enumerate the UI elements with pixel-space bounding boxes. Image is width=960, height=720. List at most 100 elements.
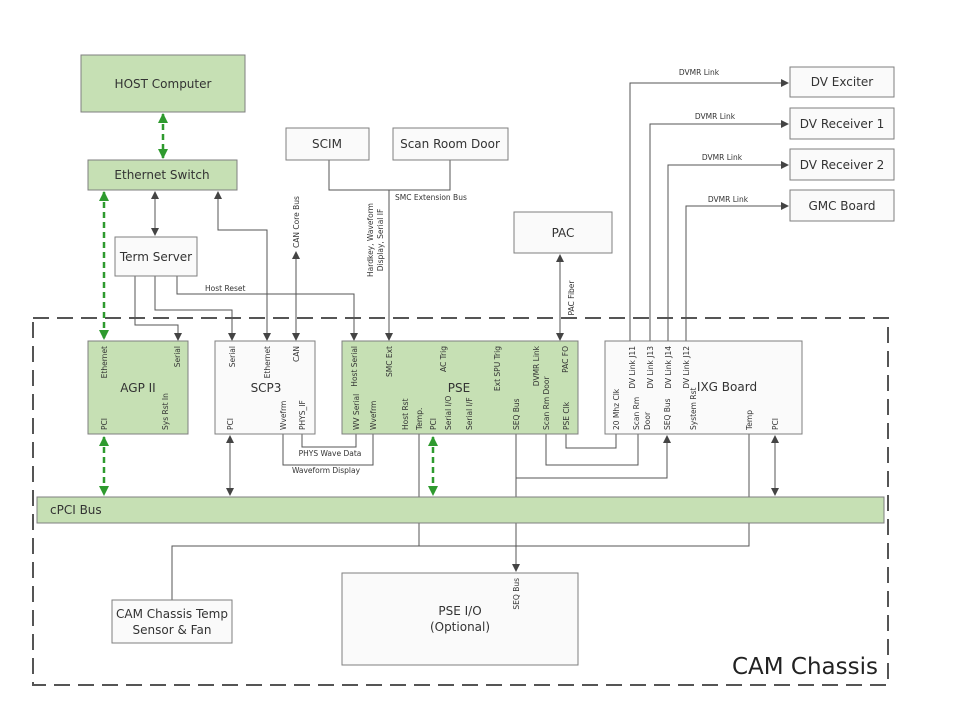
port-label: Serial bbox=[228, 346, 237, 367]
smc-extension-bus bbox=[328, 160, 451, 191]
term-agp-serial bbox=[134, 276, 182, 341]
dvmr-link-rx1 bbox=[649, 120, 789, 341]
port-label: Temp. bbox=[415, 408, 424, 431]
cpci-bus[interactable]: cPCI Bus bbox=[36, 496, 885, 524]
cpci-bus-label: cPCI Bus bbox=[50, 503, 102, 517]
dv-receiver-2-label: DV Receiver 2 bbox=[800, 158, 884, 172]
scan-room-door-label: Scan Room Door bbox=[400, 137, 500, 151]
term-server[interactable]: Term Server bbox=[114, 236, 198, 277]
phys-wave-data-label: PHYS Wave Data bbox=[299, 449, 362, 458]
pse-board[interactable]: PSE Host Serial SMC Ext AC Trig Ext SPU … bbox=[341, 340, 579, 435]
pac[interactable]: PAC bbox=[513, 211, 613, 254]
port-label: Scan Rm bbox=[632, 397, 641, 430]
port-label: PCI bbox=[226, 418, 235, 430]
dvmr-label-3: DVMR Link bbox=[702, 153, 743, 162]
host-reset-label: Host Reset bbox=[205, 284, 245, 293]
port-label: SEQ Bus bbox=[512, 578, 521, 610]
port-label: SEQ Bus bbox=[663, 398, 672, 430]
host-computer[interactable]: HOST Computer bbox=[80, 54, 246, 113]
smc-extension-bus-label: SMC Extension Bus bbox=[395, 193, 467, 202]
dv-receiver-1-label: DV Receiver 1 bbox=[800, 117, 884, 131]
port-label: Ethernet bbox=[100, 346, 109, 378]
temp-sensor-label-2: Sensor & Fan bbox=[133, 623, 212, 637]
switch-scp3-link bbox=[214, 191, 271, 341]
port-label: WV Serial bbox=[352, 394, 361, 430]
ixg-board[interactable]: IXG Board DV Link J11 DV Link J13 DV Lin… bbox=[604, 340, 803, 435]
dvmr-label-2: DVMR Link bbox=[695, 112, 736, 121]
port-label: SEQ Bus bbox=[512, 398, 521, 430]
port-label: Ethernet bbox=[263, 346, 272, 378]
dvmr-link-gmc bbox=[685, 202, 789, 341]
pse-io-optional-label: (Optional) bbox=[430, 620, 490, 634]
gmc-board[interactable]: GMC Board bbox=[789, 189, 895, 222]
port-label: AC Trig bbox=[439, 346, 448, 372]
scim-label: SCIM bbox=[312, 137, 342, 151]
ethernet-switch[interactable]: Ethernet Switch bbox=[87, 159, 238, 191]
pac-fiber-label: PAC Fiber bbox=[567, 280, 576, 316]
port-label: DV Link J11 bbox=[628, 346, 637, 389]
phys-wave-data-line bbox=[301, 434, 357, 448]
port-label: PCI bbox=[771, 418, 780, 430]
pse-io-label: PSE I/O bbox=[438, 604, 481, 618]
pse-io-board[interactable]: SEQ Bus PSE I/O (Optional) bbox=[341, 572, 579, 666]
port-label: DVMR Link bbox=[532, 345, 541, 386]
port-label: DV Link J14 bbox=[664, 346, 673, 389]
term-scp3-serial bbox=[154, 276, 236, 341]
port-label: Wvefrm bbox=[369, 401, 378, 430]
port-label: Serial I/F bbox=[465, 397, 474, 430]
agp-ii-label: AGP II bbox=[120, 381, 155, 395]
scan-rm-door-line bbox=[545, 434, 639, 466]
port-label: System Rst bbox=[689, 388, 698, 430]
port-label: Serial I/O bbox=[444, 396, 453, 430]
port-label: PHYS_IF bbox=[298, 400, 307, 430]
port-label: Temp bbox=[745, 410, 754, 431]
port-label: 20 Mhz Clk bbox=[612, 388, 621, 430]
can-core-bus-label: CAN Core Bus bbox=[292, 196, 301, 248]
pac-label: PAC bbox=[552, 226, 575, 240]
dv-receiver-2[interactable]: DV Receiver 2 bbox=[789, 148, 895, 181]
port-label: PCI bbox=[100, 418, 109, 430]
dv-exciter[interactable]: DV Exciter bbox=[789, 66, 895, 98]
host-computer-label: HOST Computer bbox=[115, 77, 212, 91]
port-label: Scan Rm Door bbox=[542, 376, 551, 430]
port-label: Door bbox=[643, 411, 652, 430]
port-label: PCI bbox=[429, 418, 438, 430]
port-label: DV Link J13 bbox=[646, 346, 655, 389]
scim[interactable]: SCIM bbox=[285, 127, 370, 161]
port-label: Host Rst bbox=[401, 398, 410, 430]
port-label: SMC Ext bbox=[385, 346, 394, 377]
dvmr-label-4: DVMR Link bbox=[708, 195, 749, 204]
port-label: DV Link J12 bbox=[682, 346, 691, 389]
hardkey-label-2: Display, Serial IF bbox=[376, 209, 385, 272]
temp-sensor-label-1: CAM Chassis Temp bbox=[116, 607, 228, 621]
ixg-board-label: IXG Board bbox=[697, 380, 757, 394]
waveform-display-label: Waveform Display bbox=[292, 466, 361, 475]
host-reset-line bbox=[176, 276, 358, 341]
scp3-label: SCP3 bbox=[251, 381, 282, 395]
cam-chassis-temp-sensor[interactable]: CAM Chassis Temp Sensor & Fan bbox=[111, 599, 233, 644]
port-label: PAC FO bbox=[561, 346, 570, 373]
port-label: PSE Clk bbox=[562, 401, 571, 430]
waveform-display-line bbox=[282, 434, 374, 466]
link-labels: DVMR Link DVMR Link DVMR Link DVMR Link … bbox=[205, 68, 749, 475]
dvmr-link-exciter bbox=[629, 79, 789, 341]
connections bbox=[99, 79, 789, 600]
port-label: CAN bbox=[292, 346, 301, 362]
hardkey-label-1: Hardkey, Waveform bbox=[366, 203, 375, 277]
dvmr-link-rx2 bbox=[667, 161, 789, 341]
cam-chassis-boundary bbox=[32, 317, 889, 686]
dv-receiver-1[interactable]: DV Receiver 1 bbox=[789, 107, 895, 140]
scan-room-door[interactable]: Scan Room Door bbox=[392, 127, 509, 161]
pse-label: PSE bbox=[448, 381, 470, 395]
temp-bus-line bbox=[171, 434, 750, 600]
gmc-board-label: GMC Board bbox=[808, 199, 875, 213]
port-label: Ext SPU Trig bbox=[493, 346, 502, 391]
port-label: Serial bbox=[173, 346, 182, 367]
dv-exciter-label: DV Exciter bbox=[811, 75, 874, 89]
seq-bus-ixg-line bbox=[515, 434, 671, 479]
agp-ii-board[interactable]: AGP II Ethernet Serial PCI Sys Rst In bbox=[87, 340, 189, 435]
port-label: Wvefrm bbox=[279, 401, 288, 430]
scp3-board[interactable]: SCP3 Serial Ethernet CAN PCI Wvefrm PHYS… bbox=[214, 340, 316, 435]
term-server-label: Term Server bbox=[119, 250, 192, 264]
